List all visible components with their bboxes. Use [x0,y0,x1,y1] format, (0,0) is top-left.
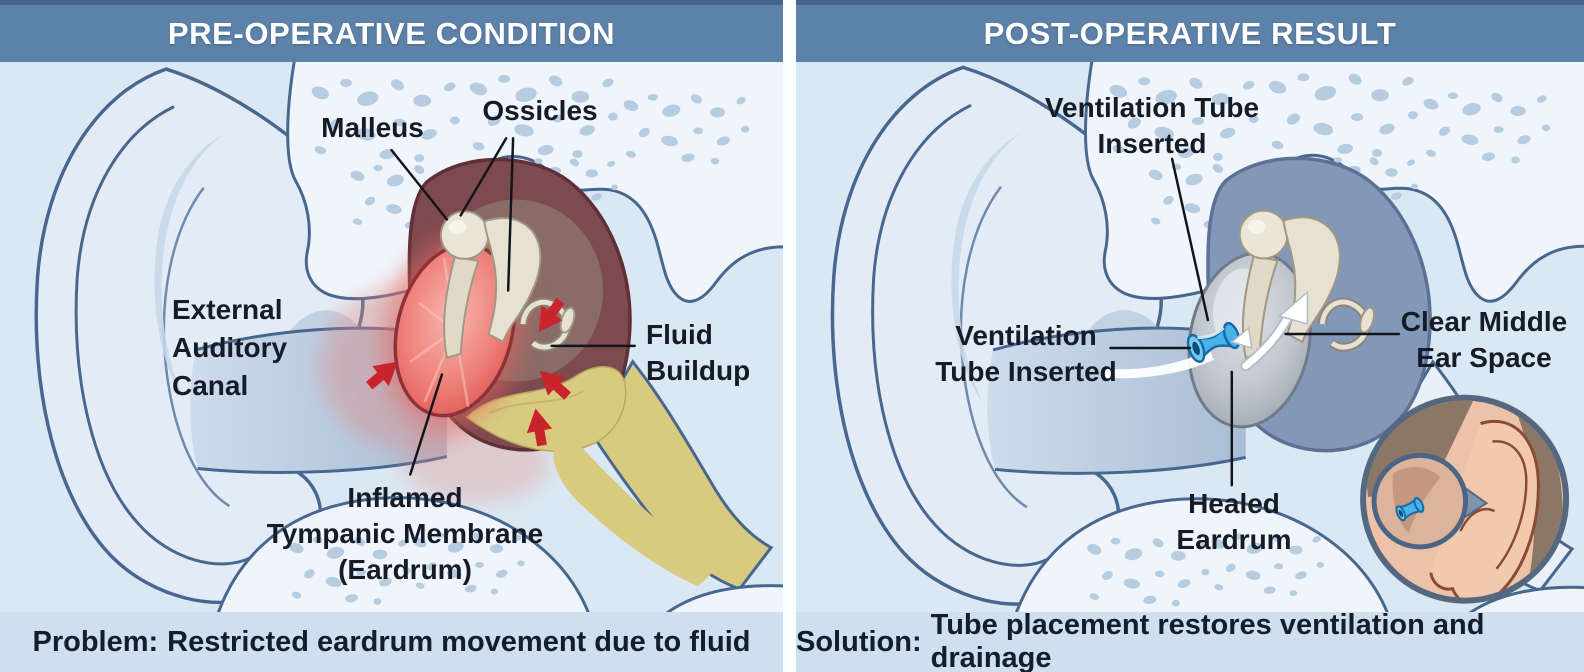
ventilation-tube [1186,321,1241,363]
label-ventilation-tube-top: Ventilation Tube Inserted [1044,92,1260,159]
problem-caption-prefix: Problem: [32,625,159,658]
post-operative-illustration [796,62,1584,612]
label-fluid-buildup: Fluid Buildup [646,319,751,386]
label-clear-middle-ear-space: Clear Middle Ear Space [1400,306,1568,373]
leader-lines [390,137,636,476]
label-malleus: Malleus [321,112,424,143]
post-operative-header: POST-OPERATIVE RESULT [796,0,1584,62]
mini-ventilation-tube [1395,496,1425,522]
pre-operative-illustration [0,62,783,612]
label-inflamed-tympanic-membrane: Inflamed Tympanic Membrane (Eardrum) [266,482,544,585]
outer-ear-inset [1360,394,1570,604]
panel-divider [783,0,796,672]
problem-caption: Problem: Restricted eardrum movement due… [0,612,783,672]
problem-caption-text: Restricted eardrum movement due to fluid [167,625,751,658]
white-arrow-icon [1230,326,1253,349]
solution-caption-text: Tube placement restores ventilation and … [930,609,1485,672]
fluid-buildup-shape [465,366,724,587]
pre-operative-header: PRE-OPERATIVE CONDITION [0,0,783,62]
post-operative-panel: POST-OPERATIVE RESULT [796,0,1584,672]
airflow-arrows [1230,290,1309,372]
solution-caption-prefix: Solution: [796,625,922,658]
white-arrow-icon [1278,290,1309,326]
pre-operative-panel: PRE-OPERATIVE CONDITION [0,0,783,672]
drainage-swoosh [1102,349,1214,379]
pre-operative-ear-svg [34,62,783,612]
label-external-auditory-canal: External Auditory Canal [172,294,288,401]
post-operative-ear-svg [830,62,1584,612]
solution-caption: Solution: Tube placement restores ventil… [796,609,1584,672]
label-ossicles: Ossicles [482,95,598,126]
label-healed-eardrum: Healed Eardrum [1176,488,1292,555]
label-ventilation-tube-left: Ventilation Tube Inserted [935,320,1117,387]
leader-lines [1109,157,1401,487]
